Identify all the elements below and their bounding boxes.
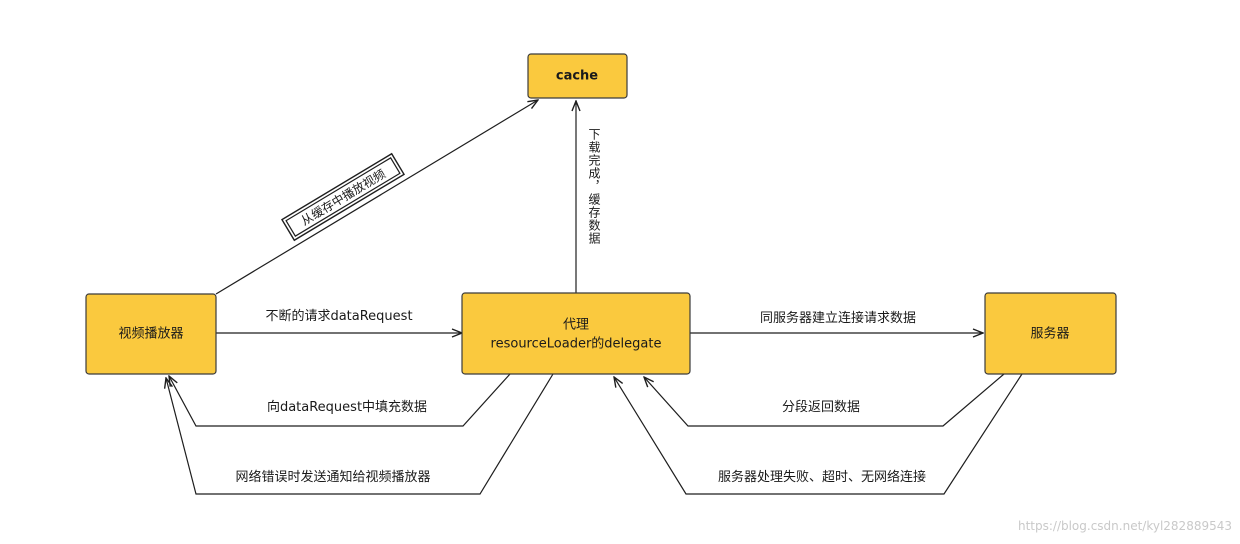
edge-label-play-from-cache-box: 从缓存中播放视频: [281, 152, 405, 242]
edge-label-connect-server: 同服务器建立连接请求数据: [760, 310, 916, 326]
node-server: 服务器: [984, 292, 1117, 375]
edge-label-fill-data: 向dataRequest中填充数据: [267, 399, 427, 415]
edge-proxy-error-player: [166, 373, 554, 495]
watermark: https://blog.csdn.net/kyl282889543: [1018, 519, 1232, 533]
node-player: 视频播放器: [85, 293, 217, 375]
node-cache: cache: [527, 53, 628, 99]
edge-server-failure-proxy: [614, 373, 1023, 495]
node-server-label: 服务器: [1030, 326, 1069, 342]
node-player-label: 视频播放器: [118, 327, 183, 342]
edge-label-play-from-cache: 从缓存中播放视频: [298, 166, 388, 228]
edge-label-continuous-request: 不断的请求dataRequest: [265, 308, 412, 324]
node-cache-label: cache: [556, 69, 598, 84]
node-proxy-label-line2: resourceLoader的delegate: [491, 336, 662, 352]
edge-server-segment-proxy: [644, 373, 1005, 427]
edge-label-download-complete: 下载完成，缓存数据: [587, 128, 601, 245]
node-proxy-label-line1: 代理: [563, 318, 589, 333]
node-proxy: 代理 resourceLoader的delegate: [461, 292, 691, 375]
edge-label-network-error: 网络错误时发送通知给视频播放器: [235, 469, 430, 485]
edge-label-segment-return: 分段返回数据: [782, 400, 860, 415]
edge-proxy-fill-player: [169, 373, 511, 427]
edge-player-to-cache: [215, 100, 538, 295]
edge-label-server-failure: 服务器处理失败、超时、无网络连接: [718, 469, 926, 485]
